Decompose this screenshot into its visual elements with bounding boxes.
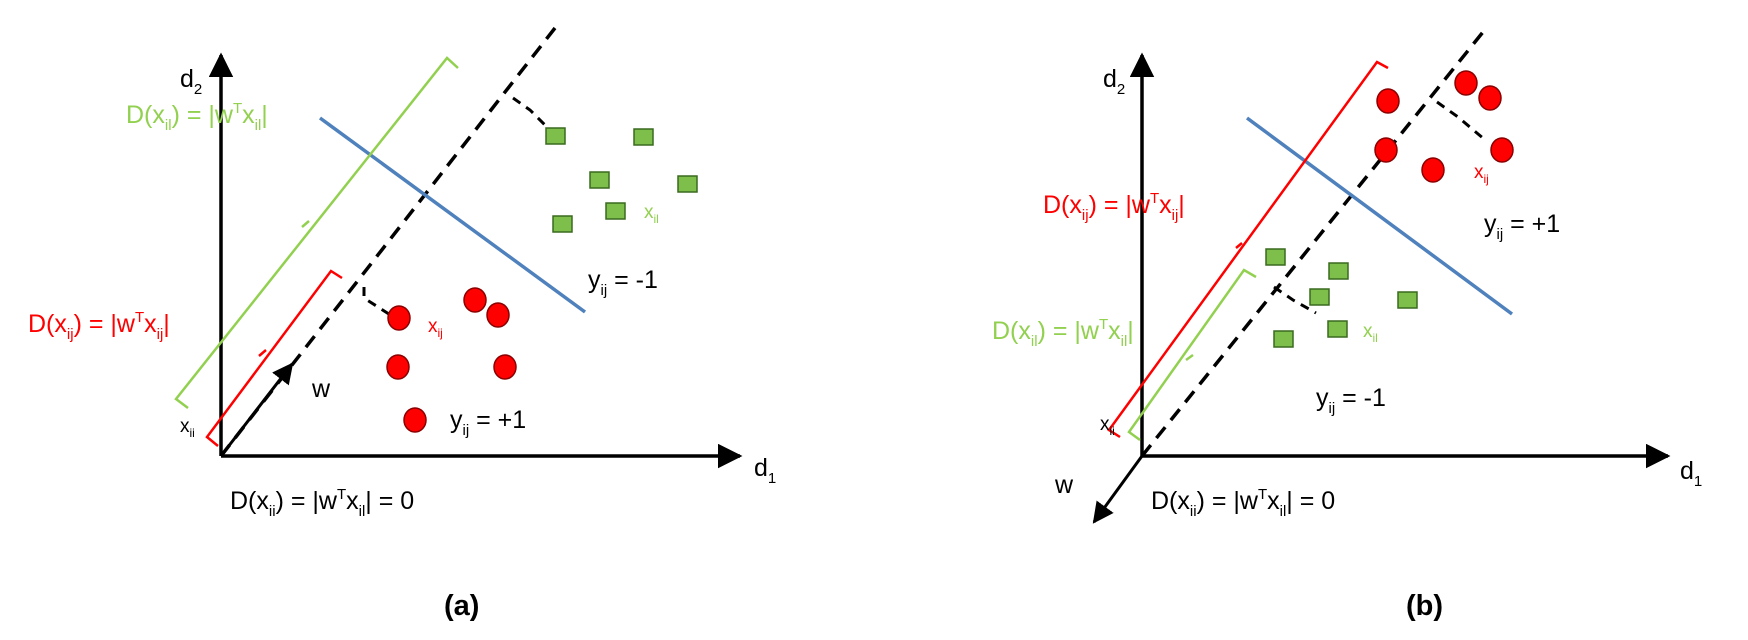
panel-a-green-point xyxy=(545,127,566,145)
panel-b-red-brace xyxy=(1107,60,1389,439)
panel-b-w-vector xyxy=(1092,455,1144,524)
panel-a-caption: (a) xyxy=(444,590,479,622)
panel-a-red-point xyxy=(387,305,411,331)
panel-a-green-distance-eq: D(xil) = |wTxil| xyxy=(126,100,268,134)
panel-a-red-point xyxy=(486,302,510,328)
panel-a-red-point xyxy=(403,407,427,433)
panel-b-red-point xyxy=(1454,70,1478,96)
panel-a: d2 d1 w xii D(xil) = |wTxil| D(xij) = |w… xyxy=(28,26,776,622)
panel-a-red-point-label: xij xyxy=(428,316,443,340)
panel-b-green-brace xyxy=(1127,268,1257,442)
panel-a-red-point xyxy=(463,287,487,313)
panel-b-green-point xyxy=(1273,330,1294,348)
panel-b-caption: (b) xyxy=(1406,590,1443,622)
panel-b-w-label: w xyxy=(1054,471,1074,499)
panel-b-red-point xyxy=(1376,88,1400,114)
panel-b-red-point xyxy=(1490,137,1514,163)
panel-b-projection-dash-green xyxy=(1273,285,1317,315)
panel-a-red-distance-eq: D(xij) = |wTxij| xyxy=(28,309,170,343)
panel-b-projection-dash-red xyxy=(1436,100,1485,141)
panel-a-green-point xyxy=(605,202,626,220)
panel-a-origin-point-label: xii xyxy=(180,416,195,440)
panel-b-x-axis-label: d1 xyxy=(1680,457,1702,490)
panel-a-red-class-label: yij = +1 xyxy=(450,406,526,439)
panel-b-red-point xyxy=(1421,157,1445,183)
panel-a-red-point xyxy=(493,354,517,380)
panel-a-red-point xyxy=(386,354,410,380)
panel-b-green-distance-eq: D(xil) = |wTxil| xyxy=(992,316,1134,350)
panel-b-green-point xyxy=(1327,320,1348,338)
panel-b-green-point xyxy=(1328,262,1349,280)
panel-b-projection-line xyxy=(1140,30,1485,458)
panel-a-green-point xyxy=(677,175,698,193)
panel-b-red-point-label: xij xyxy=(1474,162,1489,186)
panel-b-hyperplane xyxy=(1245,116,1514,316)
panel-a-red-brace xyxy=(205,269,343,447)
panel-a-green-point xyxy=(589,171,610,189)
panel-b-green-point xyxy=(1397,291,1418,309)
panel-b: d2 d1 w xii D(xij) = |wTxij| D(xil) = |w… xyxy=(992,30,1702,622)
panel-a-green-brace xyxy=(174,56,459,409)
panel-b-green-point xyxy=(1265,248,1286,266)
panel-b-green-class-label: yij = -1 xyxy=(1316,384,1386,417)
panel-a-hyperplane xyxy=(318,116,587,314)
panel-a-w-vector xyxy=(219,362,294,457)
panel-a-green-point xyxy=(552,215,573,233)
panel-a-x-axis-label: d1 xyxy=(754,454,776,487)
panel-b-y-axis-label: d2 xyxy=(1103,65,1125,98)
panel-b-origin-distance-eq: D(xii) = |wTxil| = 0 xyxy=(1151,486,1335,520)
panel-b-origin-point-label: xii xyxy=(1100,414,1115,438)
panel-b-red-class-label: yij = +1 xyxy=(1484,210,1560,243)
panel-b-green-point-label: xil xyxy=(1363,321,1378,345)
panel-a-green-point-label: xil xyxy=(644,202,659,226)
panel-a-y-axis-label: d2 xyxy=(180,65,202,98)
panel-b-red-point xyxy=(1374,137,1398,163)
panel-b-red-distance-eq: D(xij) = |wTxij| xyxy=(1043,190,1185,224)
panel-a-projection-dash-green xyxy=(512,96,555,135)
panel-b-green-point xyxy=(1309,288,1330,306)
panel-a-projection-dash-red xyxy=(362,287,393,318)
panel-b-red-point xyxy=(1478,85,1502,111)
panel-a-origin-distance-eq: D(xii) = |wTxil| = 0 xyxy=(230,486,414,520)
panel-a-green-class-label: yij = -1 xyxy=(588,266,658,299)
panel-a-green-point xyxy=(633,128,654,146)
panel-a-w-label: w xyxy=(311,375,331,403)
